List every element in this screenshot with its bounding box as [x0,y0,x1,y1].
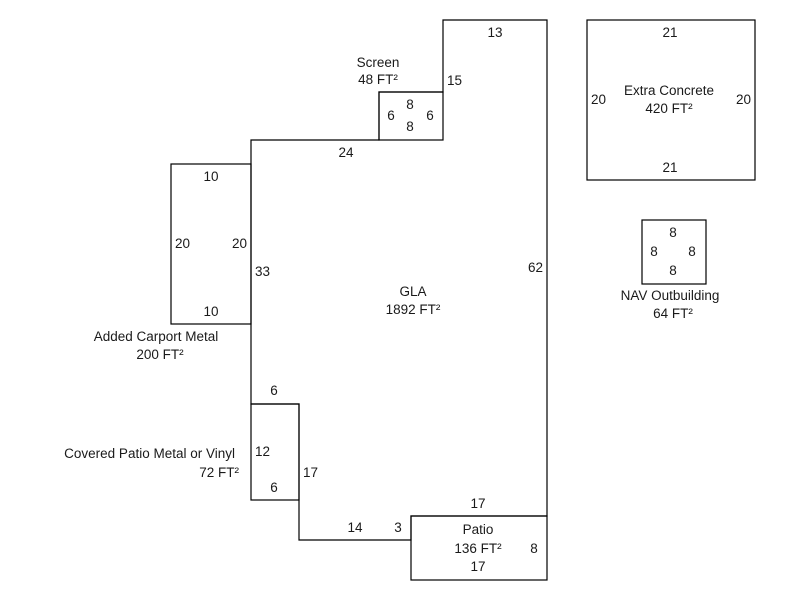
carport-area: 200 FT² [136,347,184,362]
screen-dim-left: 6 [387,108,395,123]
carport-dim-right: 20 [232,236,247,251]
nav-outbuilding-dim-bottom: 8 [669,263,677,278]
patio-dim-bottom: 17 [470,559,485,574]
gla-dim-bottom-left: 14 [347,520,363,535]
nav-outbuilding-dim-top: 8 [669,225,677,240]
covered-patio-outline [250,403,300,501]
screen-dim-right: 6 [426,108,434,123]
screen-name: Screen [357,55,400,70]
nav-outbuilding-dim-right: 8 [688,244,696,259]
gla-dim-notch-left: 17 [303,465,318,480]
extra-concrete-dim-top: 21 [662,25,677,40]
carport-outline [170,163,252,325]
gla-name: GLA [399,284,426,299]
extra-concrete-area: 420 FT² [645,101,693,116]
carport-dim-bottom: 10 [203,304,218,319]
nav-outbuilding-area: 64 FT² [653,306,693,321]
covered-patio-dim-bottom: 6 [270,480,278,495]
covered-patio-area: 72 FT² [199,465,239,480]
screen-outline [378,91,444,141]
carport-name: Added Carport Metal [94,329,219,344]
gla-dim-top-upper: 13 [487,25,502,40]
extra-concrete-outline [586,19,756,181]
screen-dim-top: 8 [406,97,414,112]
screen-dim-bottom: 8 [406,119,414,134]
gla-outline [250,19,548,541]
gla-dim-notch-top: 6 [270,383,278,398]
extra-concrete-dim-bottom: 21 [662,160,677,175]
covered-patio-dim-left: 12 [255,444,270,459]
patio-area: 136 FT² [454,541,502,556]
patio-name: Patio [463,522,494,537]
patio-dim-right: 8 [530,541,538,556]
gla-dim-bottom-right: 17 [470,496,485,511]
extra-concrete-dim-right: 20 [736,92,751,107]
gla-dim-step-right-upper: 15 [447,73,462,88]
nav-outbuilding-outline [641,219,707,285]
gla-dim-left-upper: 33 [255,264,270,279]
carport-dim-left: 20 [175,236,190,251]
extra-concrete-dim-left: 20 [591,92,606,107]
screen-area: 48 FT² [358,72,398,87]
extra-concrete-name: Extra Concrete [624,83,714,98]
gla-dim-right: 62 [528,260,543,275]
gla-area: 1892 FT² [386,302,441,317]
nav-outbuilding-dim-left: 8 [650,244,658,259]
covered-patio-name: Covered Patio Metal or Vinyl [64,446,235,461]
gla-dim-top-mid: 24 [338,145,354,160]
gla-dim-bottom-step: 3 [394,520,402,535]
nav-outbuilding-name: NAV Outbuilding [621,288,720,303]
patio-outline [410,515,548,581]
carport-dim-top: 10 [203,169,218,184]
